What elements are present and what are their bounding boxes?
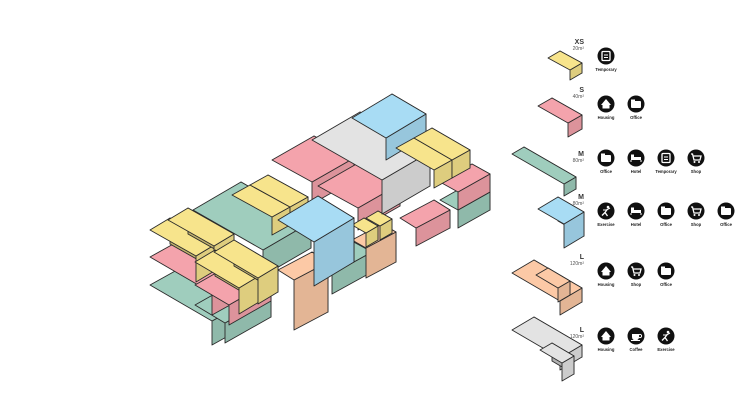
module-area-label: 120m²	[570, 334, 585, 340]
block-blue-top	[351, 93, 427, 161]
use-label: Exercise	[597, 222, 615, 227]
use-label: Office	[600, 169, 613, 174]
use-label: Office	[720, 222, 733, 227]
use-label: Hotel	[631, 222, 641, 227]
office-icon	[657, 262, 675, 280]
use-label: Housing	[598, 115, 615, 120]
legend-module-4-top	[535, 267, 571, 303]
use-label: Shop	[691, 169, 702, 174]
housing-icon	[597, 262, 615, 280]
shop-icon	[687, 202, 705, 220]
module-area-label: 120m²	[570, 261, 585, 267]
use-label: Office	[660, 222, 673, 227]
shop-icon	[627, 262, 645, 280]
coffee-icon	[627, 327, 645, 345]
use-label: Office	[660, 282, 673, 287]
temporary-icon	[657, 149, 675, 167]
shop-icon	[687, 149, 705, 167]
hotel-icon	[627, 202, 645, 220]
hotel-icon	[627, 149, 645, 167]
legend-module-0	[547, 50, 583, 81]
legend-module-3	[537, 196, 585, 249]
module-size-label: M	[578, 194, 584, 201]
module-size-label: XS	[575, 39, 585, 46]
use-label: Exercise	[657, 347, 675, 352]
housing-icon	[597, 327, 615, 345]
block-pink-mid-right	[439, 163, 491, 211]
use-label: Housing	[598, 282, 615, 287]
block-yellow-right-2	[413, 127, 471, 179]
office-icon	[597, 149, 615, 167]
block-blue-mid	[277, 195, 355, 287]
temporary-icon	[597, 47, 615, 65]
legend-module-1	[537, 97, 583, 138]
use-label: Shop	[691, 222, 702, 227]
use-label: Shop	[631, 282, 642, 287]
module-size-label: L	[580, 327, 585, 334]
module-size-label: S	[579, 87, 584, 94]
housing-icon	[597, 95, 615, 113]
block-yellow-right-1	[395, 137, 453, 189]
use-label: Temporary	[595, 67, 617, 72]
use-label: Office	[630, 115, 643, 120]
isometric-massing-model	[149, 93, 491, 346]
office-icon	[717, 202, 735, 220]
exercise-icon	[597, 202, 615, 220]
use-label: Coffee	[629, 347, 643, 352]
block-pink-low-right	[399, 199, 451, 247]
block-yellow-small-1	[351, 217, 379, 248]
module-area-label: 80m²	[573, 158, 585, 164]
use-label: Housing	[598, 347, 615, 352]
legend-module-5-leg	[539, 342, 575, 382]
block-yellow-small-2	[365, 210, 393, 241]
module-area-label: 80m²	[573, 201, 585, 207]
block-yellow-left-4	[213, 239, 279, 305]
module-area-label: 40m²	[573, 94, 585, 100]
module-size-label: L	[580, 254, 585, 261]
office-icon	[657, 202, 675, 220]
module-size-label: M	[578, 151, 584, 158]
legend-module-2	[511, 146, 577, 197]
module-area-label: 20m²	[573, 46, 585, 52]
use-label: Hotel	[631, 169, 641, 174]
exercise-icon	[657, 327, 675, 345]
use-label: Temporary	[655, 169, 677, 174]
office-icon	[627, 95, 645, 113]
